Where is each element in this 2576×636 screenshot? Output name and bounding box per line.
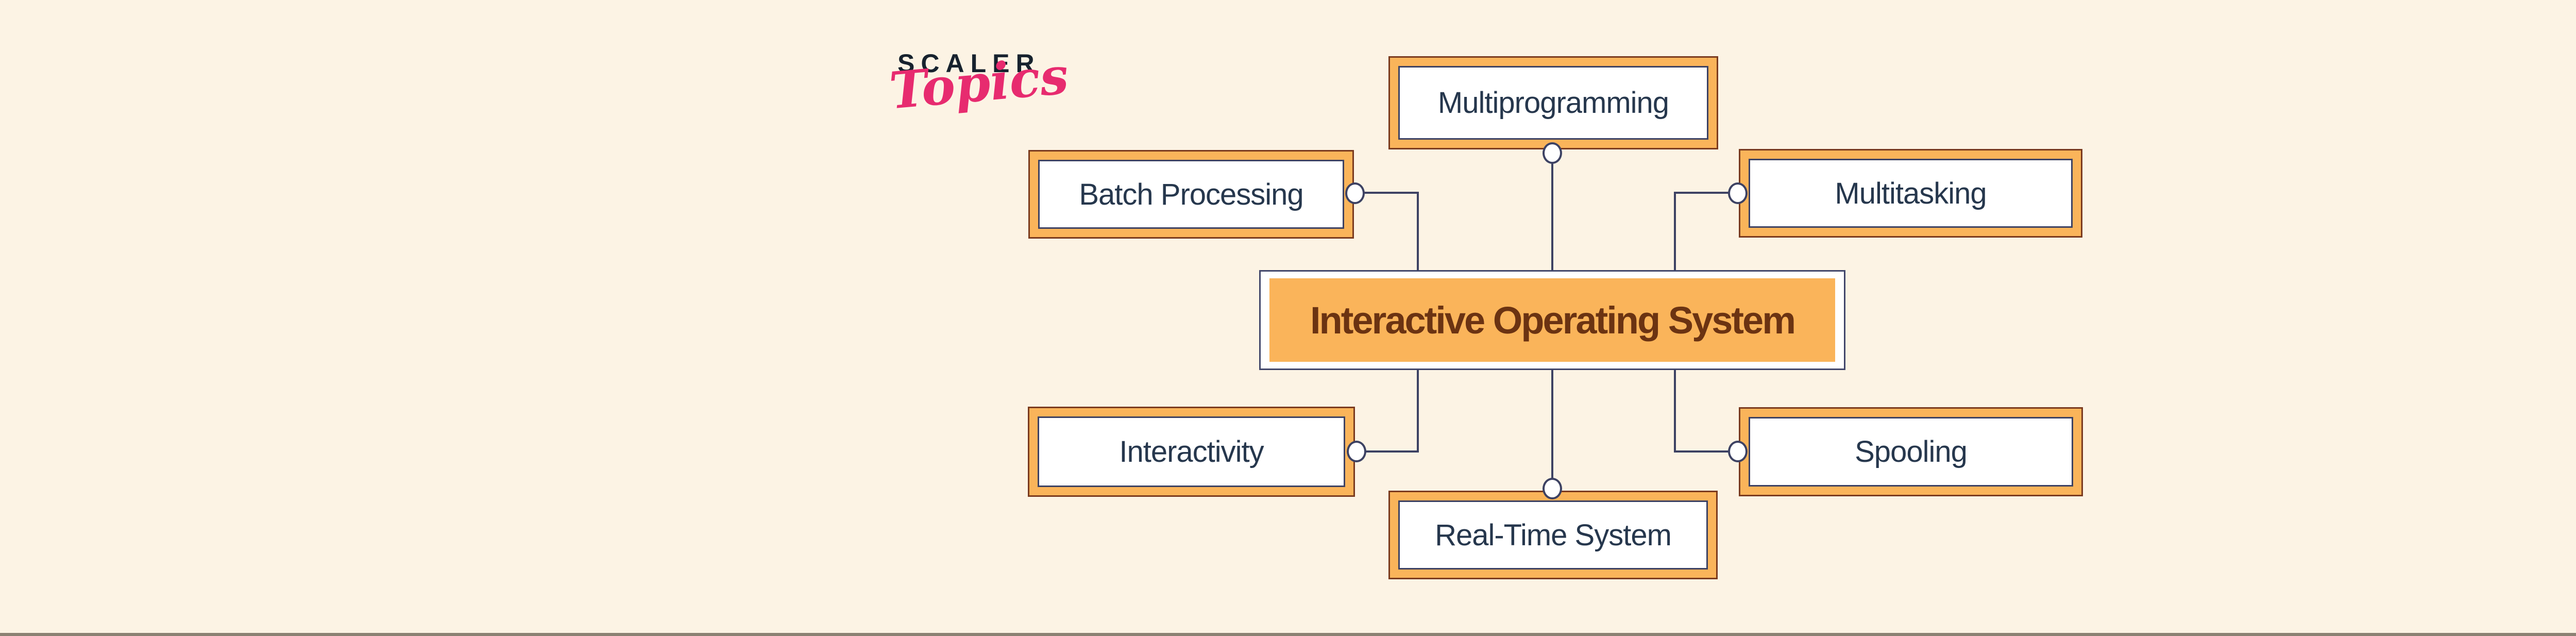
connector-interactivity-vertical [1417, 369, 1419, 453]
connector-dot-spooling [1728, 441, 1748, 462]
node-real-time-system-frame: Real-Time System [1398, 500, 1708, 570]
connector-interactivity-horizontal [1356, 450, 1418, 453]
node-center-label: Interactive Operating System [1310, 298, 1796, 342]
node-multitasking-label: Multitasking [1835, 176, 1987, 210]
node-multiprogramming-label: Multiprogramming [1437, 86, 1669, 120]
connector-multiprogramming [1551, 155, 1553, 272]
node-spooling: Spooling [1739, 407, 2083, 496]
connector-batch-horizontal [1355, 192, 1418, 194]
bottom-border-bar [0, 633, 2576, 636]
connector-dot-batch-processing [1345, 182, 1365, 204]
connector-real-time-system [1551, 369, 1553, 490]
node-multitasking-frame: Multitasking [1749, 159, 2073, 228]
connector-multitasking-horizontal [1674, 192, 1738, 194]
connector-dot-interactivity [1347, 441, 1366, 462]
node-real-time-system-label: Real-Time System [1435, 518, 1672, 552]
node-interactivity-label: Interactivity [1119, 435, 1264, 468]
connector-dot-real-time-system [1543, 478, 1562, 499]
node-batch-processing-frame: Batch Processing [1038, 160, 1344, 229]
connector-dot-multitasking [1728, 182, 1748, 204]
node-spooling-frame: Spooling [1749, 417, 2073, 487]
node-batch-processing-label: Batch Processing [1079, 177, 1303, 211]
node-real-time-system: Real-Time System [1388, 491, 1718, 579]
node-interactivity-frame: Interactivity [1038, 416, 1345, 487]
connector-multitasking-vertical [1674, 192, 1676, 272]
connector-spooling-vertical [1674, 369, 1676, 453]
node-interactivity: Interactivity [1028, 407, 1355, 497]
node-multitasking: Multitasking [1739, 149, 2082, 238]
node-center: Interactive Operating System [1259, 270, 1845, 370]
connector-batch-vertical [1417, 192, 1419, 272]
connector-spooling-horizontal [1675, 450, 1738, 453]
node-multiprogramming: Multiprogramming [1388, 56, 1718, 149]
node-batch-processing: Batch Processing [1028, 150, 1354, 239]
node-spooling-label: Spooling [1855, 435, 1968, 468]
logo-brand-text: SCALER [897, 49, 1041, 78]
node-multiprogramming-frame: Multiprogramming [1398, 66, 1708, 140]
connector-dot-multiprogramming [1543, 142, 1562, 164]
node-center-fill: Interactive Operating System [1269, 278, 1835, 362]
